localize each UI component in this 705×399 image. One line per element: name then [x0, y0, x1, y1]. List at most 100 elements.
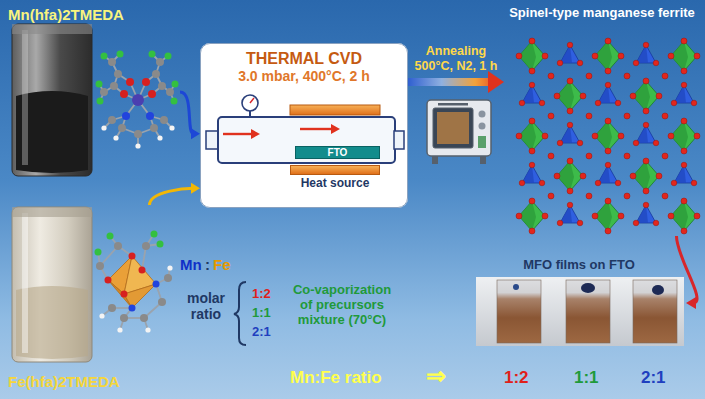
spinel-crystal-structure-part — [630, 158, 662, 194]
fe-complex-molecule-part-part — [114, 242, 122, 250]
annealing-oven-icon-part — [478, 136, 486, 148]
fe-complex-molecule-part-part — [164, 274, 172, 282]
cvd-reactor-drawing-part — [300, 128, 332, 130]
spinel-crystal-structure-part — [633, 42, 659, 66]
connector — [150, 183, 201, 205]
spinel-crystal-structure-part — [633, 202, 659, 226]
mn-complex-molecule-part-part — [166, 88, 174, 96]
annotation-label: Mn:Fe ratio — [290, 368, 382, 388]
fe-complex-molecule-part-part — [108, 304, 116, 312]
fe-complex-molecule-part-part — [124, 284, 156, 308]
spinel-crystal-structure-part — [519, 82, 545, 106]
heat-source: Heat source — [290, 165, 380, 191]
spinel-crystal-structure-part-part — [548, 153, 554, 159]
fe-complex-molecule-part-part — [151, 231, 158, 238]
films-photo-part — [581, 283, 595, 293]
annealing-oven-icon-part — [427, 100, 491, 156]
fe-complex-molecule-part-part — [142, 242, 150, 250]
films-photo-part — [497, 280, 541, 343]
mn-complex-molecule-part-part — [96, 81, 103, 88]
fe-complex-molecule-part-part — [140, 314, 148, 322]
cvd-reactor-drawing-part — [251, 129, 260, 139]
films-photo-part — [566, 280, 610, 343]
annealing-oven-icon-part — [479, 111, 486, 118]
cvd-reactor-drawing — [200, 43, 408, 208]
fe-complex-molecule-part-part — [105, 277, 112, 284]
fe-vial-photo-part — [22, 213, 28, 353]
precursor-panel: Mn(hfa)2TMEDA — [5, 4, 180, 180]
cvd-reactor-drawing-part — [331, 124, 340, 134]
mn-complex-molecule-part-part — [108, 116, 116, 124]
node-text: 3.0 mbar, 400°C, 2 h — [238, 68, 370, 84]
cvd-reactor-drawing-part — [394, 131, 404, 149]
cvd-reactor-drawing-part — [218, 117, 395, 163]
mn-complex-molecule-part-part — [157, 135, 162, 140]
mn-complex-molecule-part-part — [113, 135, 118, 140]
connector-line — [150, 188, 194, 205]
node-text: THERMAL CVD — [246, 50, 362, 68]
spinel-crystal-structure-part — [630, 78, 662, 114]
mn-complex-molecule-part-part — [152, 70, 160, 78]
spinel-crystal-structure-part-part — [662, 193, 668, 199]
fe-complex-molecule-part-part — [167, 265, 172, 270]
spinel-crystal-structure-part — [671, 162, 697, 186]
mn-complex-molecule-part-part — [101, 53, 108, 60]
cvd-reactor-drawing-part — [200, 43, 408, 208]
spinel-crystal-structure-part — [548, 73, 668, 199]
arrow-head — [191, 128, 200, 139]
annealing-oven-icon-part — [437, 112, 469, 144]
films-photo — [476, 277, 684, 346]
annotation-label: 1:1 — [574, 368, 599, 388]
connector-line — [408, 78, 493, 86]
fe-complex-molecule-part-part — [117, 327, 122, 332]
mn-complex-molecule-part-part — [100, 88, 108, 96]
mn-complex-molecule-part-part — [160, 116, 168, 124]
mn-complex-molecule-part-part — [171, 98, 178, 105]
annotation-label: molar ratio — [180, 290, 232, 322]
cvd-reactor-drawing-part — [290, 105, 380, 115]
annotation-label: 1:2 — [504, 368, 529, 388]
fe-complex-molecule-part-part — [99, 313, 104, 318]
fe-complex-molecule-part — [100, 246, 118, 266]
spinel-crystal-structure-part — [595, 82, 621, 106]
fe-complex-molecule-part — [108, 256, 156, 308]
mn-complex-molecule-part-part — [149, 51, 156, 58]
spinel-crystal-structure-part-part — [624, 153, 630, 159]
fe-complex-molecule — [95, 231, 173, 333]
spinel-structure-panel: Spinel-type manganese ferrite — [504, 4, 700, 236]
fe-complex-molecule-part — [95, 231, 173, 333]
precursor-panel: Fe(hfa)2TMEDA — [5, 205, 175, 393]
mn-complex-molecule-part-part — [101, 125, 106, 130]
spinel-crystal-structure-part-part — [586, 113, 592, 119]
connector — [180, 92, 200, 139]
node-text: MFO films on FTO — [523, 258, 635, 273]
fe-vial-photo-part — [12, 207, 92, 362]
spinel-crystal-structure-part-part — [662, 153, 668, 159]
annotation-label: 1:1 — [252, 306, 271, 321]
cvd-reactor-drawing-part — [250, 98, 254, 103]
spinel-crystal-structure-part — [592, 38, 624, 74]
spinel-crystal-structure-part — [668, 38, 700, 74]
fe-complex-molecule-part-part — [95, 249, 102, 256]
spinel-crystal-structure-part-part — [624, 113, 630, 119]
connector-line — [180, 92, 194, 134]
spinel-crystal-structure-part — [557, 202, 583, 226]
mn-complex-molecule-part-part — [148, 90, 156, 98]
spinel-crystal-structure-part-part — [662, 73, 668, 79]
ratio-brace — [234, 282, 246, 345]
annotation-label: Co-vaporization of precursors mixture (7… — [285, 283, 399, 328]
mn-complex-molecule-part-part — [114, 70, 122, 78]
cvd-reactor-drawing-part — [223, 133, 252, 135]
mn-complex-molecule-part-part — [150, 124, 158, 132]
node-text: FTO — [328, 148, 348, 158]
cvd-reactor-drawing-part — [242, 95, 258, 111]
mn-complex-molecule-part-part — [156, 58, 164, 66]
node-text: Mn(hfa)2TMEDA — [8, 6, 124, 23]
mn-complex-molecule-part-part — [142, 78, 150, 86]
spinel-crystal-structure-part — [554, 78, 586, 114]
spinel-crystal-structure-part — [671, 82, 697, 106]
mn-vial-photo-part — [22, 30, 28, 165]
spinel-crystal-structure-part-part — [548, 193, 554, 199]
fe-complex-molecule-part-part — [96, 262, 104, 270]
films-photo-part — [652, 285, 664, 295]
